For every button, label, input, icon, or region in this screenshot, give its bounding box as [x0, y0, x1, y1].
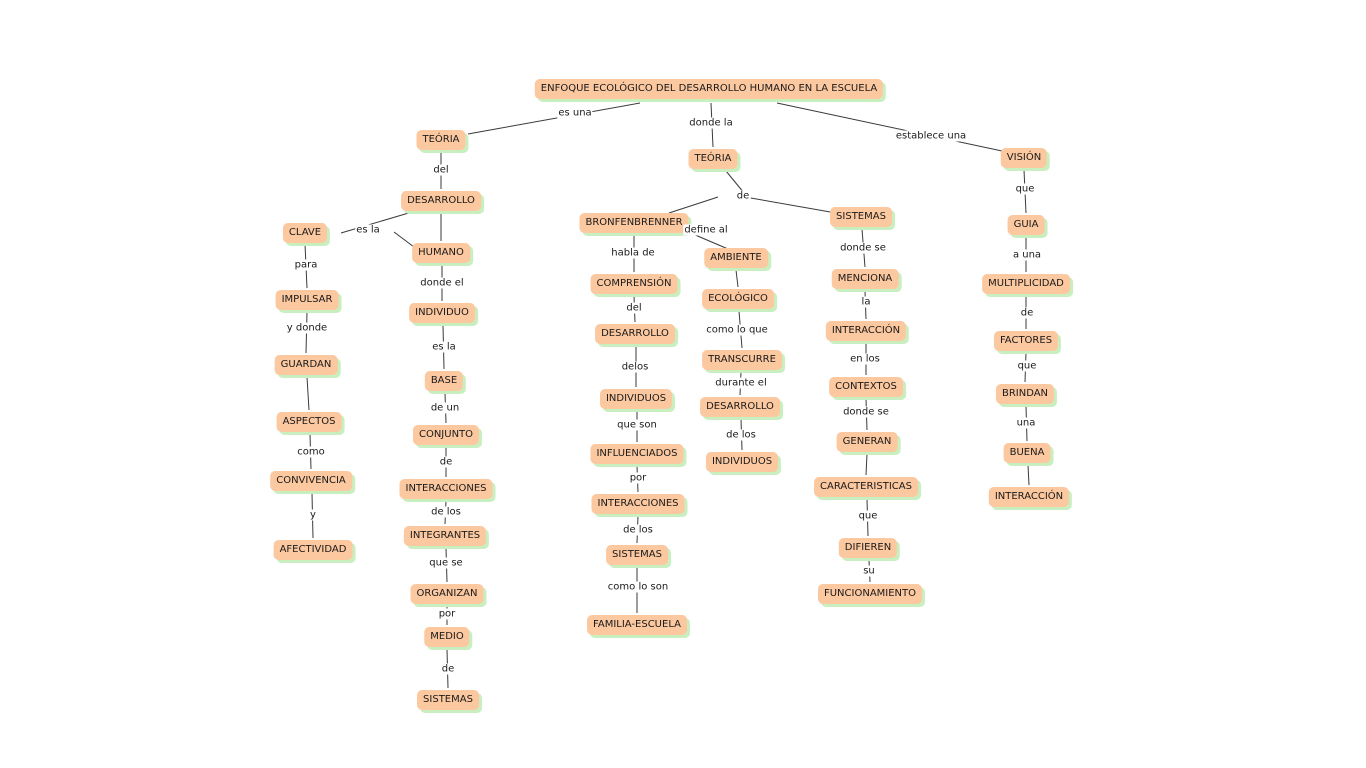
- link-del-1: del: [432, 164, 450, 176]
- connector-line: [725, 170, 745, 194]
- node-integrantes[interactable]: INTEGRANTES: [403, 526, 487, 546]
- node-difieren[interactable]: DIFIEREN: [838, 538, 898, 558]
- link-establece-una: establece una: [894, 130, 968, 142]
- link-de-un: de un: [429, 402, 461, 414]
- link-como-lo-que: como lo que: [705, 324, 769, 336]
- link-y-donde: y donde: [285, 322, 329, 334]
- link-la: la: [860, 296, 872, 308]
- link-que-3: que: [1016, 360, 1038, 372]
- link-donde-la: donde la: [688, 117, 734, 129]
- node-impulsar[interactable]: IMPULSAR: [275, 290, 339, 310]
- node-individuo[interactable]: INDIVIDUO: [409, 303, 475, 323]
- link-de-los-4: de los: [725, 429, 757, 441]
- link-donde-se-2: donde se: [842, 406, 890, 418]
- connector-line: [744, 196, 837, 214]
- node-influenciados[interactable]: INFLUENCIADOS: [590, 444, 684, 464]
- node-menciona[interactable]: MENCIONA: [831, 269, 899, 289]
- node-transcurre[interactable]: TRANSCURRE: [702, 350, 782, 370]
- link-es-la-2: es la: [431, 341, 457, 353]
- link-define-al: define al: [683, 224, 729, 236]
- link-por-1: por: [437, 608, 457, 620]
- connector-line: [340, 211, 413, 234]
- link-de-los-3: de los: [622, 524, 654, 536]
- link-es-la-1: es la: [355, 224, 381, 236]
- connector-line: [865, 453, 868, 476]
- link-donde-se-1: donde se: [839, 242, 887, 254]
- node-contextos[interactable]: CONTEXTOS: [829, 377, 903, 397]
- link-para: para: [293, 259, 319, 271]
- link-delos: delos: [620, 361, 650, 373]
- node-factores[interactable]: FACTORES: [993, 331, 1059, 351]
- node-aspectos[interactable]: ASPECTOS: [276, 412, 342, 432]
- node-guardan[interactable]: GUARDAN: [274, 355, 338, 375]
- node-brindan[interactable]: BRINDAN: [995, 384, 1055, 404]
- link-que-2: que: [1014, 183, 1036, 195]
- connector-line: [1027, 464, 1030, 486]
- connector-line: [776, 102, 1003, 152]
- connector-line: [306, 376, 310, 411]
- link-de-los-1: de los: [430, 506, 462, 518]
- link-que-1: que: [857, 510, 879, 522]
- node-base[interactable]: BASE: [424, 371, 464, 391]
- link-que-se: que se: [428, 557, 464, 569]
- connector-line: [467, 102, 641, 135]
- node-teoria-1[interactable]: TEÓRIA: [416, 130, 466, 150]
- link-que-son: que son: [616, 419, 658, 431]
- node-guia[interactable]: GUIA: [1007, 215, 1045, 235]
- link-a-una: a una: [1011, 249, 1043, 261]
- link-y: y: [309, 509, 317, 521]
- node-multiplicidad[interactable]: MULTIPLICIDAD: [982, 274, 1070, 294]
- link-como-lo-son: como lo son: [606, 581, 670, 593]
- node-medio[interactable]: MEDIO: [424, 627, 470, 647]
- link-de-4: de: [1019, 307, 1035, 319]
- link-donde-el: donde el: [419, 277, 465, 289]
- node-familia-escuela[interactable]: FAMILIA-ESCUELA: [587, 615, 687, 635]
- link-en-los: en los: [849, 353, 881, 365]
- link-de-2: de: [440, 663, 456, 675]
- node-funcionamiento[interactable]: FUNCIONAMIENTO: [817, 584, 923, 604]
- node-interaccion-1[interactable]: INTERACCIÓN: [825, 321, 907, 341]
- link-de-3: de: [735, 190, 751, 202]
- node-teoria-2[interactable]: TEÓRIA: [688, 149, 738, 169]
- node-root[interactable]: ENFOQUE ECOLÓGICO DEL DESARROLLO HUMANO …: [534, 79, 884, 99]
- link-durante-el: durante el: [714, 377, 768, 389]
- node-sistemas-1[interactable]: SISTEMAS: [417, 690, 479, 710]
- node-ambiente[interactable]: AMBIENTE: [704, 248, 768, 268]
- connector-line: [735, 269, 739, 288]
- node-desarrollo-3[interactable]: DESARROLLO: [700, 397, 780, 417]
- node-sistemas-2[interactable]: SISTEMAS: [606, 545, 668, 565]
- node-buena[interactable]: BUENA: [1003, 443, 1051, 463]
- link-su: su: [862, 565, 876, 577]
- link-de-1: de: [438, 456, 454, 468]
- link-del-2: del: [625, 302, 643, 314]
- node-desarrollo-2[interactable]: DESARROLLO: [595, 324, 675, 344]
- node-interacciones-2[interactable]: INTERACCIONES: [591, 494, 685, 514]
- node-individuos-1[interactable]: INDIVIDUOS: [599, 389, 673, 409]
- node-desarrollo-1[interactable]: DESARROLLO: [401, 191, 481, 211]
- link-es-una: es una: [557, 107, 593, 119]
- node-interaccion-2[interactable]: INTERACCIÓN: [988, 487, 1070, 507]
- node-convivencia[interactable]: CONVIVENCIA: [270, 471, 352, 491]
- link-habla-de: habla de: [610, 247, 656, 259]
- node-ecologico[interactable]: ECOLÓGICO: [702, 289, 774, 309]
- node-organizan[interactable]: ORGANIZAN: [410, 584, 484, 604]
- node-humano[interactable]: HUMANO: [412, 243, 470, 263]
- node-comprension[interactable]: COMPRENSIÓN: [590, 274, 678, 294]
- node-sistemas-3[interactable]: SISTEMAS: [830, 207, 892, 227]
- node-generan[interactable]: GENERAN: [836, 432, 898, 452]
- node-clave[interactable]: CLAVE: [282, 223, 328, 243]
- connector-line: [668, 196, 719, 214]
- node-caracteristicas[interactable]: CARACTERISTICAS: [814, 477, 918, 497]
- link-como-1: como: [296, 446, 326, 458]
- node-bronfenbrenner[interactable]: BRONFENBRENNER: [579, 213, 689, 233]
- node-vision[interactable]: VISIÓN: [1000, 148, 1048, 168]
- node-conjunto[interactable]: CONJUNTO: [412, 425, 480, 445]
- link-por-2: por: [628, 472, 648, 484]
- link-una: una: [1015, 417, 1037, 429]
- node-afectividad[interactable]: AFECTIVIDAD: [273, 540, 353, 560]
- node-individuos-2[interactable]: INDIVIDUOS: [705, 452, 779, 472]
- node-interacciones-1[interactable]: INTERACCIONES: [399, 479, 493, 499]
